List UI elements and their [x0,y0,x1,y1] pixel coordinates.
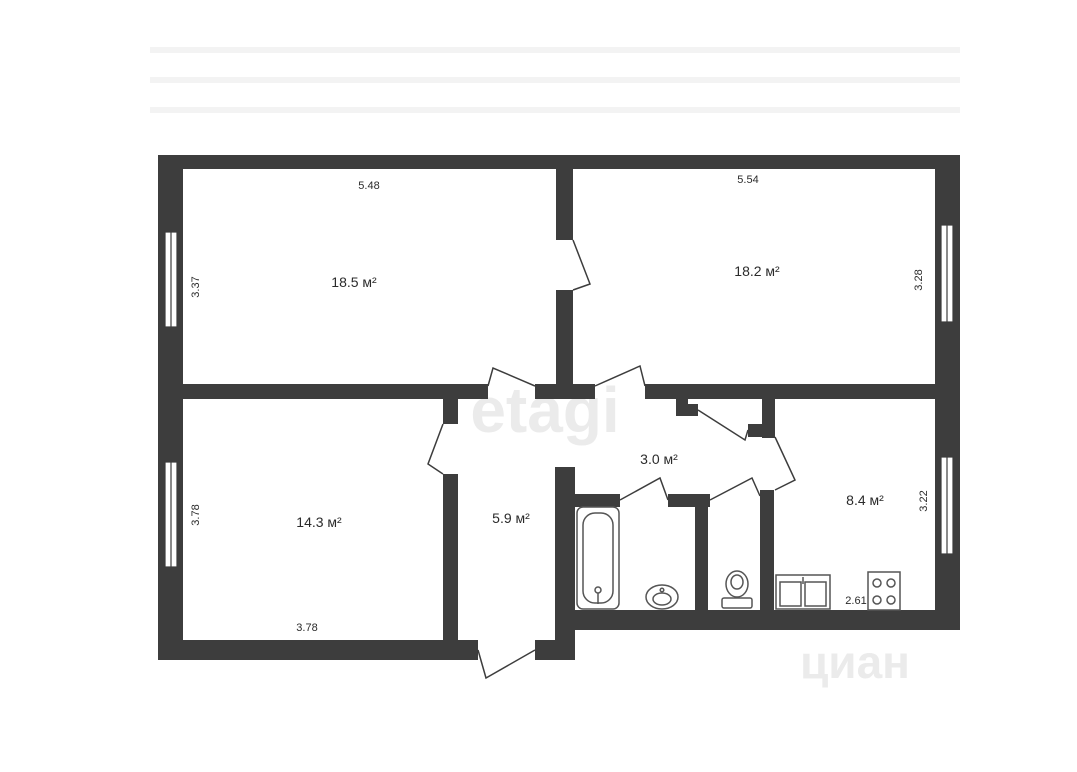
closet-wall-left-return [676,404,698,416]
toilet-kitchen-divider [760,490,774,614]
room1-width-label: 5.48 [358,180,379,192]
door-bedroom1 [487,366,536,387]
kitchen-width-label: 2.61 [845,595,866,607]
middle-wall-right [645,384,960,399]
bedroom3-wall-upper [443,384,458,424]
cian-watermark: циан [800,636,910,688]
wall-top-divider-upper [556,155,573,240]
door-closet [697,409,749,442]
hall-area-label: 5.9 м² [492,510,530,526]
doors [427,239,796,680]
bedroom3-wall-lower [443,474,458,644]
sink-icon [645,584,679,610]
room1-area-label: 18.5 м² [331,274,377,290]
outer-wall-bottom-right [555,610,960,630]
background-watermark [150,47,960,113]
bathtub-icon [576,506,620,610]
stove-icon [867,571,901,611]
kitchen-sink-icon [775,574,831,610]
room3-height-label: 3.78 [190,504,202,525]
wall-top-divider-lower [556,290,573,395]
middle-wall-left [158,384,488,399]
door-toilet [709,476,761,501]
door-bedroom3 [427,423,444,475]
room1-height-label: 3.37 [190,276,202,297]
outer-wall-left [158,155,183,660]
room3-area-label: 14.3 м² [296,514,342,530]
bath-top-wall-left [555,494,620,507]
windows [164,224,954,568]
door-bedroom2 [572,239,591,291]
door-bedroom2-lower [594,364,646,387]
kitchen-area-label: 8.4 м² [846,492,884,508]
closet-wall-right-return [748,424,775,437]
room2-height-label: 3.28 [913,269,925,290]
door-bathroom [619,476,669,501]
bath-toilet-divider [695,494,708,614]
door-entrance [477,649,536,680]
kitchen-height-label: 3.22 [918,490,930,511]
corridor-area-label: 3.0 м² [640,451,678,467]
outer-wall-bottom-left [158,640,478,660]
door-kitchen [774,436,796,491]
middle-wall-center [535,384,595,399]
hall-right-wall [555,467,575,632]
room3-width-label: 3.78 [296,622,317,634]
room2-width-label: 5.54 [737,174,758,186]
toilet-icon [721,570,753,609]
room2-area-label: 18.2 м² [734,263,780,279]
